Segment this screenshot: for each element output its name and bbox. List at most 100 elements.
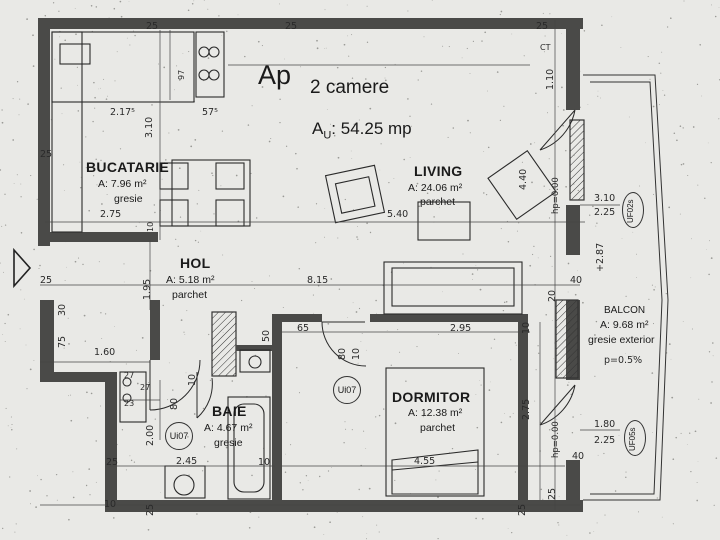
speckle-dot <box>549 13 551 15</box>
speckle-dot <box>597 454 599 456</box>
speckle-dot <box>714 15 717 18</box>
speckle-dot <box>32 65 35 67</box>
speckle-dot <box>656 497 658 499</box>
speckle-dot <box>594 334 596 336</box>
room-bucatarie-name: BUCATARIE <box>86 159 170 175</box>
speckle-dot <box>543 185 545 187</box>
speckle-dot <box>356 236 358 238</box>
speckle-dot <box>447 136 449 138</box>
speckle-dot <box>160 492 161 493</box>
speckle-dot <box>295 152 297 155</box>
speckle-dot <box>416 182 419 185</box>
speckle-dot <box>625 476 627 479</box>
speckle-dot <box>683 0 685 2</box>
speckle-dot <box>352 302 354 304</box>
speckle-dot <box>679 125 682 127</box>
speckle-dot <box>490 381 492 383</box>
speckle-dot <box>268 140 271 143</box>
speckle-dot <box>422 416 424 418</box>
speckle-dot <box>64 280 66 282</box>
speckle-dot <box>190 145 193 148</box>
speckle-dot <box>504 413 505 414</box>
speckle-dot <box>712 342 714 344</box>
speckle-dot <box>543 51 545 53</box>
speckle-dot <box>59 36 61 38</box>
speckle-dot <box>94 96 96 99</box>
speckle-dot <box>329 521 331 524</box>
speckle-dot <box>577 270 579 272</box>
speckle-dot <box>82 263 84 266</box>
speckle-dot <box>538 352 540 354</box>
speckle-dot <box>316 39 318 42</box>
speckle-dot <box>486 90 488 92</box>
dim-287: +2.87 <box>595 242 606 272</box>
speckle-dot <box>98 261 100 263</box>
speckle-dot <box>315 203 318 205</box>
speckle-dot <box>614 490 617 492</box>
speckle-dot <box>1 109 3 111</box>
speckle-dot <box>26 18 28 20</box>
speckle-dot <box>549 189 551 190</box>
speckle-dot <box>334 83 336 85</box>
speckle-dot <box>603 452 605 455</box>
dim-180: 1.80 <box>594 419 616 430</box>
speckle-dot <box>327 322 330 325</box>
speckle-dot <box>384 77 386 79</box>
speckle-dot <box>448 46 450 48</box>
speckle-dot <box>297 206 299 208</box>
speckle-dot <box>330 123 331 125</box>
speckle-dot <box>529 143 532 145</box>
speckle-dot <box>437 333 440 335</box>
speckle-dot <box>213 213 215 215</box>
speckle-dot <box>177 245 179 247</box>
speckle-dot <box>307 479 309 481</box>
speckle-dot <box>582 301 584 304</box>
speckle-dot <box>509 416 511 418</box>
speckle-dot <box>290 444 292 446</box>
speckle-dot <box>692 126 695 128</box>
dim-top-25-c: 25 <box>536 21 549 32</box>
speckle-dot <box>682 127 684 129</box>
speckle-dot <box>207 8 209 10</box>
speckle-dot <box>313 312 314 314</box>
speckle-dot <box>101 203 103 205</box>
speckle-dot <box>351 34 353 36</box>
speckle-dot <box>611 16 613 18</box>
speckle-dot <box>652 323 655 325</box>
speckle-dot <box>129 44 131 46</box>
speckle-dot <box>333 134 336 137</box>
dim-75: 75 <box>57 335 68 348</box>
speckle-dot <box>180 319 183 321</box>
speckle-dot <box>179 216 182 218</box>
speckle-dot <box>483 151 485 153</box>
speckle-dot <box>444 186 446 189</box>
speckle-dot <box>670 17 672 20</box>
speckle-dot <box>187 9 190 12</box>
speckle-dot <box>0 169 2 171</box>
speckle-dot <box>244 55 246 58</box>
speckle-dot <box>158 63 160 65</box>
speckle-dot <box>469 132 471 134</box>
room-living-material: parchet <box>420 196 456 208</box>
speckle-dot <box>30 175 32 177</box>
speckle-dot <box>16 81 19 83</box>
speckle-dot <box>46 495 48 497</box>
speckle-dot <box>380 143 382 145</box>
speckle-dot <box>360 341 362 342</box>
speckle-dot <box>709 240 711 242</box>
speckle-dot <box>475 517 477 520</box>
speckle-dot <box>88 209 90 212</box>
speckle-dot <box>551 436 553 438</box>
speckle-dot <box>682 163 685 165</box>
speckle-dot <box>689 432 691 434</box>
speckle-dot <box>384 79 387 82</box>
speckle-dot <box>194 139 197 141</box>
speckle-dot <box>363 430 365 432</box>
speckle-dot <box>597 95 599 97</box>
speckle-dot <box>636 253 638 255</box>
speckle-dot <box>106 194 108 196</box>
speckle-dot <box>138 222 140 224</box>
speckle-dot <box>2 527 4 530</box>
dim-275: 2.75 <box>100 209 122 220</box>
speckle-dot <box>365 349 367 351</box>
